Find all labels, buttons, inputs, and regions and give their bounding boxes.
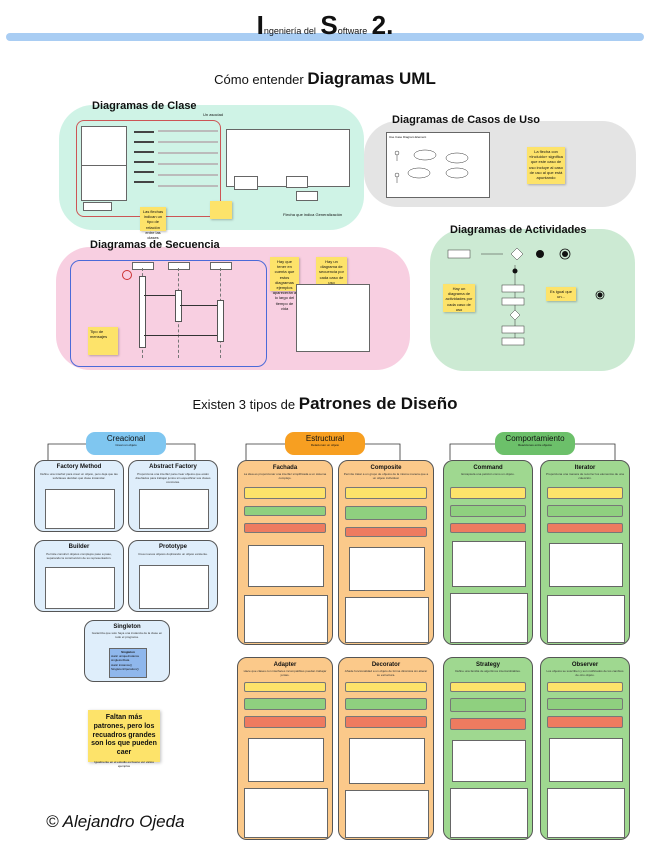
- actividades-sticky-2: Es igual que un...: [546, 287, 576, 301]
- secuencia-title: Diagramas de Secuencia: [90, 239, 220, 251]
- factory-method-desc: Define una interfaz para crear un objeto…: [40, 472, 118, 480]
- uml-heading: Cómo entender Diagramas UML: [0, 69, 650, 89]
- fachada-desc: La idea es proporcionar una interfaz sim…: [243, 472, 327, 480]
- title-ingenieria: ngeniería del: [263, 26, 316, 36]
- patrones-heading: Existen 3 tipos de Patrones de Diseño: [0, 394, 650, 414]
- secuencia-sticky-2: Hay un diagrama de secuencia por cada ca…: [316, 257, 347, 289]
- secuencia-example: [296, 284, 370, 352]
- card-factory-method: Factory Method Define una interfaz para …: [34, 460, 124, 532]
- card-decorator: Decorator Añade funcionalidad a un objet…: [338, 657, 434, 840]
- uml-intro: Cómo entender: [214, 72, 304, 87]
- card-strategy: Strategy Define una familia de algoritmo…: [443, 657, 533, 840]
- singleton-line: SingletonOperation(): [111, 666, 139, 671]
- category-creacional: Creacional Crean un objeto: [86, 432, 166, 455]
- card-composite: Composite Permite tratar a un grupo de o…: [338, 460, 434, 645]
- casos-title: Diagramas de Casos de Uso: [392, 114, 540, 126]
- prototype-desc: Crea nuevos objetos duplicando un objeto…: [138, 552, 208, 556]
- page-title: Ingeniería del Software 2.: [0, 10, 650, 41]
- card-command: Command Encapsula una petición como un o…: [443, 460, 533, 645]
- card-prototype: Prototype Crea nuevos objetos duplicando…: [128, 540, 218, 612]
- card-fachada: Fachada La idea es proporcionar una inte…: [237, 460, 333, 645]
- singleton-line: singletonData: [111, 658, 130, 663]
- iterator-title: Iterator: [574, 465, 596, 471]
- card-observer: Observer Los objetos se suscriben y son …: [540, 657, 630, 840]
- title-letter-i: I: [256, 10, 264, 40]
- secuencia-sticky-3: Tipo de mensajes: [88, 327, 118, 355]
- strategy-desc: Define una familia de algoritmos interca…: [455, 669, 521, 673]
- observer-desc: Los objetos se suscriben y son notificad…: [546, 669, 624, 677]
- card-iterator: Iterator Proporciona una manera de recor…: [540, 460, 630, 645]
- copyright: © Alejandro Ojeda: [46, 812, 185, 831]
- decorator-desc: Añade funcionalidad a un objeto de forma…: [344, 669, 428, 677]
- category-creacional-label: Creacional: [106, 434, 146, 443]
- singleton-title: Singleton: [113, 624, 141, 630]
- card-abstract-factory: Abstract Factory Proporciona una interfa…: [128, 460, 218, 532]
- strategy-title: Strategy: [475, 662, 500, 668]
- singleton-box-title: Singleton: [121, 650, 135, 654]
- category-creacional-sub: Crean un objeto: [115, 442, 137, 447]
- abstract-factory-desc: Proporciona una interfaz para crear obje…: [135, 472, 211, 484]
- adapter-title: Adapter: [273, 662, 297, 668]
- secuencia-frame: [70, 260, 267, 367]
- composite-desc: Permite tratar a un grupo de objetos de …: [343, 472, 429, 480]
- category-comportamiento-label: Comportamiento: [505, 434, 565, 443]
- actividades-title: Diagramas de Actividades: [450, 224, 587, 236]
- casos-diagram-label: Use Case Diagram Element: [389, 135, 427, 139]
- clase-bottom-label: Flecha que indica Generalización: [283, 212, 343, 217]
- title-letter-s: S: [320, 10, 338, 40]
- fachada-title: Fachada: [272, 465, 298, 471]
- title-oftware: oftware: [337, 26, 368, 36]
- builder-title: Builder: [68, 544, 90, 550]
- category-comportamiento-sub: Reacciones entre objetos: [518, 442, 552, 447]
- note-sticky: Faltan más patrones, pero los recuadros …: [88, 710, 160, 768]
- command-title: Command: [473, 465, 503, 471]
- composite-title: Composite: [370, 465, 402, 471]
- singleton-desc: Garantiza que solo haya una instancia de…: [91, 631, 163, 639]
- category-comportamiento: Comportamiento Reacciones entre objetos: [495, 432, 575, 455]
- singleton-line: static uniqueInstance: [111, 654, 140, 659]
- clase-sticky: Las flechas indican un tipo de relación …: [140, 207, 166, 240]
- category-connectors: [47, 443, 616, 460]
- builder-desc: Permite construir objetos complejos paso…: [46, 552, 112, 560]
- category-estructural-label: Estructural: [305, 434, 345, 443]
- title-number: 2.: [371, 10, 394, 40]
- decorator-title: Decorator: [371, 662, 401, 668]
- actividades-sticky-1: Hay un diagrama de actividades por cada …: [443, 284, 475, 312]
- card-builder: Builder Permite construir objetos comple…: [34, 540, 124, 612]
- patrones-intro: Existen 3 tipos de: [192, 397, 296, 412]
- clase-tag: Un asociad: [203, 112, 224, 117]
- secuencia-sticky-1: Hay que tener en cuenta que estos diagra…: [270, 257, 299, 311]
- clase-title: Diagramas de Clase: [92, 100, 197, 112]
- relation-legend: [134, 127, 212, 197]
- header-bar: [6, 33, 644, 41]
- adapter-desc: Hace que clases con interfaces incompati…: [243, 669, 327, 677]
- category-estructural-sub: Relacionan un objeto: [310, 442, 340, 447]
- category-estructural: Estructural Relacionan un objeto: [285, 432, 365, 455]
- iterator-desc: Proporciona una manera de recorrer los e…: [546, 472, 624, 480]
- class-box-1: [81, 126, 127, 166]
- note-small: Igualmente en el estudio es bueno ver va…: [94, 759, 154, 768]
- casos-ellipses: [394, 149, 469, 183]
- singleton-line: static instance(): [111, 662, 133, 667]
- note-text: Faltan más patrones, pero los recuadros …: [91, 714, 157, 756]
- actividades-diagram: [447, 247, 605, 346]
- card-singleton: Singleton Garantiza que solo haya una in…: [84, 620, 170, 682]
- casos-diagram: Use Case Diagram Element: [386, 132, 490, 198]
- uml-title: Diagramas UML: [307, 69, 436, 88]
- class-box-3: [83, 202, 112, 211]
- command-desc: Encapsula una petición como un objeto.: [461, 472, 515, 476]
- patrones-title: Patrones de Diseño: [298, 394, 458, 413]
- abstract-factory-title: Abstract Factory: [149, 464, 197, 470]
- observer-title: Observer: [571, 662, 599, 668]
- class-box-2: [81, 165, 127, 201]
- casos-sticky: La flecha con «Incluido» significa que e…: [527, 147, 565, 184]
- prototype-title: Prototype: [158, 544, 187, 550]
- factory-method-title: Factory Method: [56, 464, 102, 470]
- card-adapter: Adapter Hace que clases con interfaces i…: [237, 657, 333, 840]
